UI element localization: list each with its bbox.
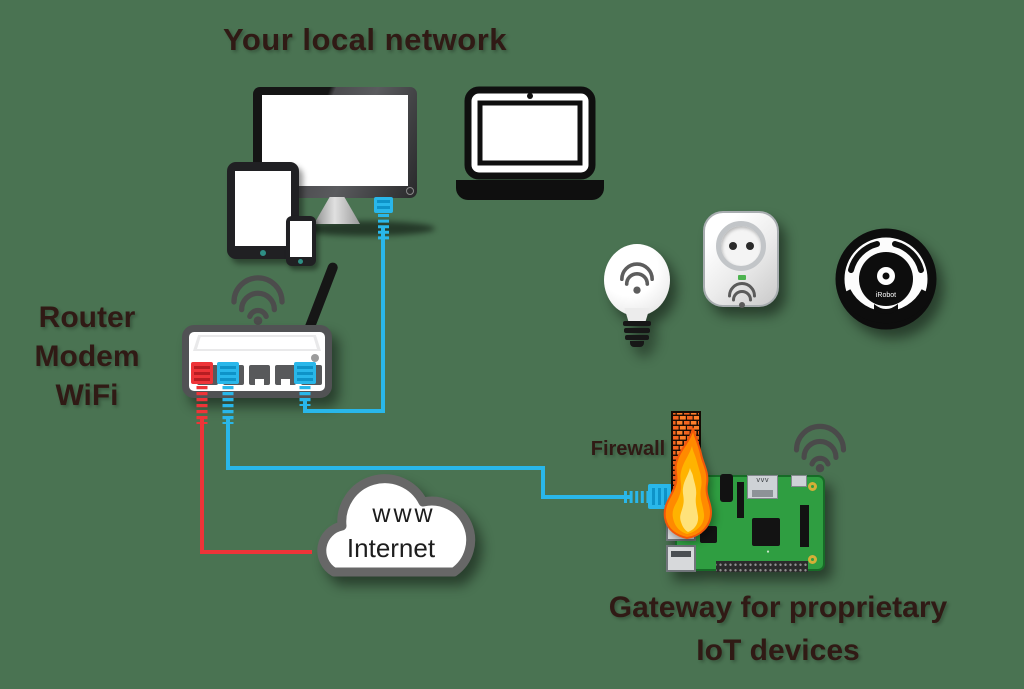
bulb-glass xyxy=(604,244,670,316)
gateway-wifi-icon xyxy=(793,423,847,473)
bulb-screw-ring-2 xyxy=(624,328,650,333)
router-port-3-notch xyxy=(255,379,264,385)
wan-cable-router-internet xyxy=(200,418,312,554)
plug-wifi-icon xyxy=(728,282,756,308)
router-port-5 xyxy=(301,365,322,385)
pi-usb-port-2 xyxy=(666,545,696,572)
router-port-4 xyxy=(275,365,296,385)
smartphone-home-button-icon xyxy=(298,259,303,264)
smartphone xyxy=(286,216,316,266)
bulb-neck xyxy=(624,308,650,322)
router-port-2 xyxy=(223,365,244,385)
router-led-icon xyxy=(311,354,319,362)
monitor-stand xyxy=(314,197,360,224)
plug-status-led-icon xyxy=(738,275,746,280)
pi-usb-port-2-slot xyxy=(671,551,691,557)
router-label: Router Modem WiFi xyxy=(12,298,162,415)
router-port-1 xyxy=(197,365,218,385)
gateway-label-line2: IoT devices xyxy=(696,634,860,667)
gateway-label-line1: Gateway for proprietary xyxy=(608,591,948,624)
router-modem xyxy=(182,325,332,398)
laptop-webcam-icon xyxy=(527,93,533,99)
cloud-www-text: www xyxy=(372,500,436,528)
laptop xyxy=(456,86,604,200)
pi-mount-hole-tr xyxy=(808,482,817,491)
pi-flex-connector-1 xyxy=(737,482,744,518)
plug-socket-hole-left xyxy=(729,242,737,250)
laptop-screen xyxy=(477,100,583,166)
bulb-screw-ring-3 xyxy=(625,335,649,340)
router-port-3 xyxy=(249,365,270,385)
vacuum-handle-right xyxy=(892,241,924,273)
router-wifi-icon xyxy=(231,275,285,325)
bulb-screw-ring-1 xyxy=(623,321,651,326)
router-label-line3: WiFi xyxy=(55,379,119,412)
router-label-line1: Router xyxy=(38,301,136,334)
pi-mount-hole-br xyxy=(808,555,817,564)
laptop-base xyxy=(456,180,604,200)
plug-socket-hole-right xyxy=(746,242,754,250)
vacuum-handle-left xyxy=(848,241,880,273)
smart-bulb xyxy=(598,240,678,352)
pi-flex-connector-2 xyxy=(800,505,809,547)
smart-plug xyxy=(703,211,779,308)
plug-socket xyxy=(716,221,766,271)
router-label-line2: Modem xyxy=(34,340,140,373)
router-port-4-notch xyxy=(281,379,290,385)
gateway-label: Gateway for proprietary IoT devices xyxy=(566,586,990,672)
smartphone-screen xyxy=(290,221,312,257)
pi-gpio-header xyxy=(716,561,808,572)
tablet-home-button-icon xyxy=(260,250,266,256)
bulb-wifi-icon xyxy=(620,262,654,294)
robot-vacuum: iRobot xyxy=(835,228,937,330)
monitor-power-icon xyxy=(406,187,414,195)
vacuum-brand-text: iRobot xyxy=(876,292,896,299)
vacuum-button-dot xyxy=(882,272,890,280)
router-top-panel xyxy=(197,337,317,349)
pi-hdmi-port: vvv xyxy=(747,475,778,499)
pi-soc-chip xyxy=(752,518,780,546)
pi-micro-usb-port xyxy=(791,475,807,487)
local-network-title: Your local network xyxy=(222,22,508,57)
pi-hdmi-slot xyxy=(752,490,773,497)
cloud-internet-text: Internet xyxy=(346,533,436,563)
firewall-flame-icon xyxy=(663,427,713,540)
tablet-screen xyxy=(235,171,291,246)
vacuum-rear-notch xyxy=(874,304,898,314)
pi-silkscreen-text: ● xyxy=(766,549,770,555)
pi-audio-jack xyxy=(720,474,733,502)
bulb-contact-tip xyxy=(630,341,644,347)
router-antenna xyxy=(303,261,340,334)
vacuum-bumper xyxy=(839,289,933,324)
